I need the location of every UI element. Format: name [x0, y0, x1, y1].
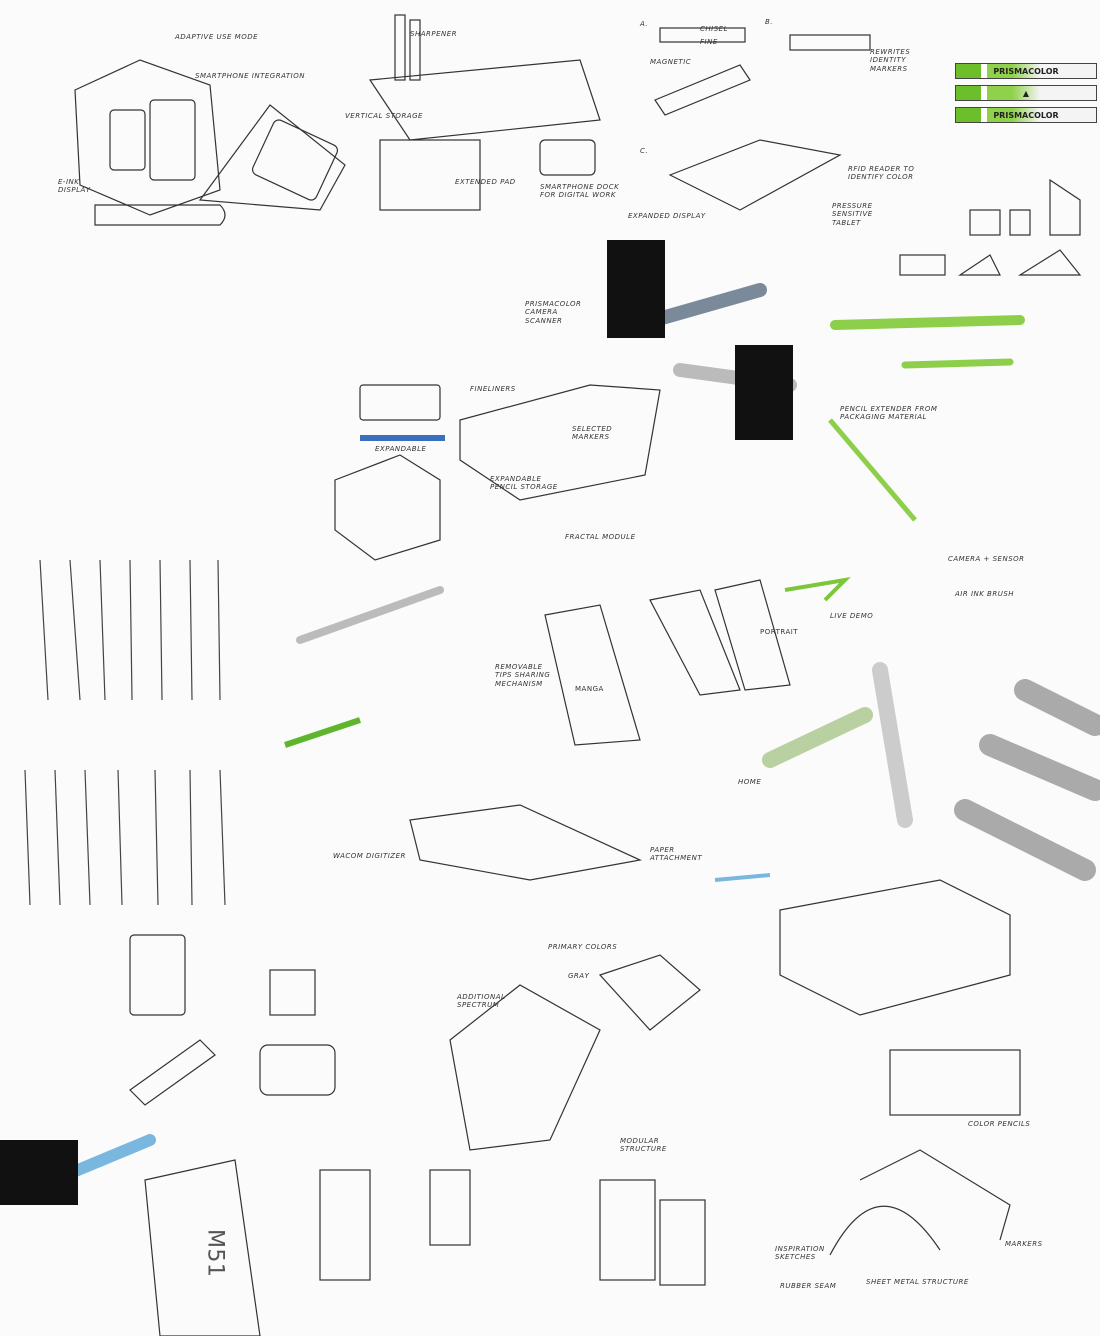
label: Prismacolor camera scanner [525, 300, 582, 325]
label: Adaptive use mode [175, 33, 259, 41]
label: Pressure sensitive tablet [832, 202, 873, 227]
label: Vertical storage [345, 112, 423, 120]
label: Chisel [700, 25, 728, 33]
product-mark: M51 [202, 1228, 228, 1278]
label: E-ink display [58, 178, 91, 195]
label: Primary colors [548, 943, 618, 951]
label: Gray [568, 972, 590, 980]
label: Additional spectrum [457, 993, 506, 1010]
label: C. [640, 147, 649, 155]
label: A. [640, 20, 649, 28]
module-label: MANGA [575, 685, 604, 693]
label: Modular structure [620, 1137, 667, 1154]
label: Sheet metal structure [866, 1278, 969, 1286]
label: Removable tips sharing mechanism [495, 663, 551, 688]
label: Fineliners [470, 385, 516, 393]
label: Inspiration sketches [775, 1245, 825, 1262]
label: Wacom digitizer [333, 852, 406, 860]
label: Selected markers [572, 425, 613, 442]
label: Sharpener [410, 30, 458, 38]
label: Expanded display [628, 212, 706, 220]
black-backdrop [0, 1140, 78, 1205]
brand-band: PRISMACOLOR [955, 107, 1097, 123]
label: Air ink brush [955, 590, 1015, 598]
label: Rubber seam [780, 1282, 837, 1290]
module-label: PORTRAIT [760, 628, 799, 636]
label: Live demo [830, 612, 874, 620]
brand-band: ▲ [955, 85, 1097, 101]
black-backdrop [735, 345, 793, 440]
label: Rewrites identity markers [870, 48, 911, 73]
label: Fine [700, 38, 718, 46]
label: Smartphone integration [195, 72, 305, 80]
label: Smartphone dock for digital work [540, 183, 620, 200]
label: Markers [1005, 1240, 1043, 1248]
black-backdrop [607, 240, 665, 338]
label: Pencil extender from packaging material [840, 405, 938, 422]
label: Extended pad [455, 178, 516, 186]
brand-name: PRISMACOLOR [993, 110, 1059, 120]
label: Magnetic [650, 58, 692, 66]
label: Paper attachment [650, 846, 703, 863]
label: B. [765, 18, 774, 26]
label: HOME [738, 778, 762, 786]
brand-band: PRISMACOLOR [955, 63, 1097, 79]
label: Expandable [375, 445, 427, 453]
label: Camera + sensor [948, 555, 1025, 563]
label: Fractal module [565, 533, 636, 541]
label: Color pencils [968, 1120, 1031, 1128]
brand-name: PRISMACOLOR [993, 66, 1059, 76]
label: RFID reader to identify color [848, 165, 915, 182]
label: Expandable pencil storage [490, 475, 558, 492]
